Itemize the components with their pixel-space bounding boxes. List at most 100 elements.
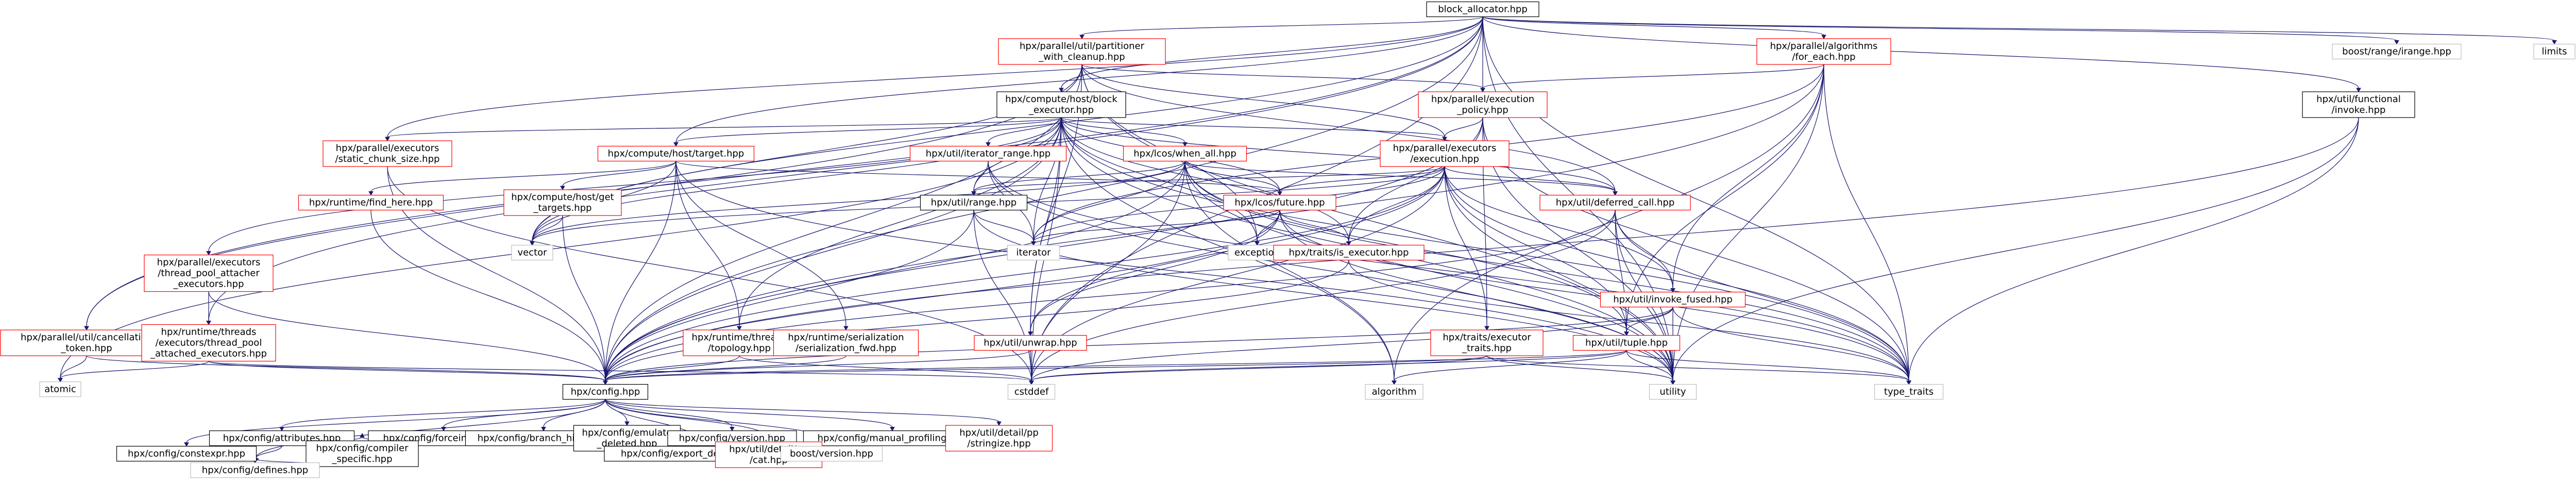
dependency-edge [208,16,1483,321]
node-traits-executor-traits[interactable]: hpx/traits/executor_traits.hpp [1430,329,1544,356]
dependency-edge [1615,210,1673,289]
dependency-edge [532,215,563,242]
node-label: hpx/config/version.hpp [679,433,786,444]
dependency-edge [988,161,1673,381]
node-lcos-future[interactable]: hpx/lcos/future.hpp [1223,194,1336,211]
node-box [144,254,274,292]
node-util-tuple[interactable]: hpx/util/tuple.hpp [1572,335,1681,351]
node-box [2302,91,2415,118]
node-label: hpx/compute/host/target.hpp [608,148,744,159]
node-config[interactable]: hpx/config.hpp [562,384,649,400]
node-parallel-execution-policy[interactable]: hpx/parallel/execution_policy.hpp [1418,91,1548,118]
dependency-edge [1184,160,1616,192]
edge-arrowhead [360,433,365,438]
node-label: /stringize.hpp [967,438,1030,449]
dependency-edge [387,16,1483,138]
node-parallel-executors-static[interactable]: hpx/parallel/executors/static_chunk_size… [323,140,452,167]
edge-arrowhead [530,241,535,246]
node-runtime-serialization[interactable]: hpx/runtime/serialization/serialization_… [773,329,919,356]
edge-arrowhead [2394,40,2399,45]
edge-arrowhead [737,326,742,331]
node-label: hpx/util/deferred_call.hpp [1556,197,1675,208]
node-util-deferred-call[interactable]: hpx/util/deferred_call.hpp [1539,194,1691,211]
node-cstddef: cstddef [1007,384,1056,400]
node-config-constexpr[interactable]: hpx/config/constexpr.hpp [116,445,257,462]
dependency-edge [973,161,989,192]
dependency-edges [58,16,2557,467]
edge-arrowhead [673,142,679,147]
node-box [920,194,1028,211]
node-label: hpx/util/detail/pp [959,427,1039,438]
node-parallel-executors-execution[interactable]: hpx/parallel/executors/execution.hpp [1380,140,1510,167]
node-box [1223,194,1336,211]
node-box [1600,291,1746,308]
node-box [974,335,1087,351]
node-runtime-threads-thread-pool[interactable]: hpx/runtime/threads/executors/thread_poo… [141,324,276,362]
dependency-edge [1081,16,1483,36]
dependency-edge [605,399,999,422]
node-parallel-executors-thread-pool[interactable]: hpx/parallel/executors/thread_pool_attac… [144,254,274,292]
node-block-allocator[interactable]: block_allocator.hpp [1426,1,1539,18]
node-config-compiler-specific[interactable]: hpx/config/compiler_specific.hpp [306,440,419,467]
node-lcos-when-all[interactable]: hpx/lcos/when_all.hpp [1123,145,1247,162]
node-label: hpx/runtime/threads [161,327,257,338]
node-util-invoke-fused[interactable]: hpx/util/invoke_fused.hpp [1600,291,1746,308]
dependency-edge [1672,307,1909,381]
dependency-edge [1482,64,1824,89]
node-label: type_traits [1884,387,1934,398]
node-util-iterator-range[interactable]: hpx/util/iterator_range.hpp [909,145,1067,162]
node-label: hpx/traits/is_executor.hpp [1289,247,1409,258]
node-label: hpx/util/iterator_range.hpp [926,148,1050,159]
node-label: cstddef [1014,387,1049,398]
node-label: hpx/config.hpp [571,387,640,398]
node-label: hpx/parallel/util/cancellation [21,332,152,343]
dependency-edge [60,117,1062,378]
node-label: _executor.hpp [1028,105,1094,115]
dependency-edge [605,16,1483,381]
node-runtime-find-here[interactable]: hpx/runtime/find_here.hpp [298,194,444,211]
dependency-edge [1061,117,1349,242]
node-util-unwrap[interactable]: hpx/util/unwrap.hpp [974,335,1087,351]
node-parallel-util-partitioner[interactable]: hpx/parallel/util/partitioner_with_clean… [998,38,1166,65]
node-limits: limits [2533,43,2575,60]
dependency-edge [973,161,1185,192]
dependency-edge [1184,161,1909,381]
node-traits-is-executor[interactable]: hpx/traits/is_executor.hpp [1273,244,1425,261]
node-config-version[interactable]: hpx/config/version.hpp [667,430,797,446]
dependency-edge [1061,16,1483,89]
node-parallel-algorithms-for-each[interactable]: hpx/parallel/algorithms/for_each.hpp [1756,38,1891,65]
node-util-range[interactable]: hpx/util/range.hpp [920,194,1028,211]
dependency-edge [1081,64,1673,381]
node-label: /execution.hpp [1410,154,1479,164]
node-label: /topology.hpp [708,343,771,354]
node-label: /serialization_fwd.hpp [795,343,896,354]
node-label: limits [2542,46,2567,57]
node-util-functional-invoke[interactable]: hpx/util/functional/invoke.hpp [2302,91,2415,118]
dependency-edge [1081,64,1445,138]
node-label: /invoke.hpp [2332,105,2386,115]
edge-arrowhead [2552,40,2557,45]
node-label: /cat.hpp [750,455,788,466]
node-label: hpx/runtime/threads [692,332,787,343]
dependency-edge [1615,210,1627,332]
node-label: /thread_pool_attacher [158,268,260,279]
node-util-detail-pp-stringize[interactable]: hpx/util/detail/pp/stringize.hpp [945,425,1053,452]
node-compute-host-get-targets[interactable]: hpx/compute/host/get_targets.hpp [503,189,622,216]
dependency-edge [605,64,1082,381]
dependency-edge [1061,117,1445,138]
edge-arrowhead [206,321,211,325]
dependency-edge [605,399,893,428]
node-label: atomic [44,384,76,395]
node-box [1007,244,1060,261]
dependency-edge [1033,210,1280,242]
dependency-edge [675,160,1280,192]
node-compute-host-block[interactable]: hpx/compute/host/block_executor.hpp [996,91,1126,118]
node-compute-host-target[interactable]: hpx/compute/host/target.hpp [597,145,755,162]
edge-arrowhead [986,142,991,147]
dependency-edge [370,210,606,381]
node-box [298,194,444,211]
dependency-edge [532,161,1185,242]
dependency-edge [1061,117,1616,192]
dependency-edge [1823,64,1909,381]
